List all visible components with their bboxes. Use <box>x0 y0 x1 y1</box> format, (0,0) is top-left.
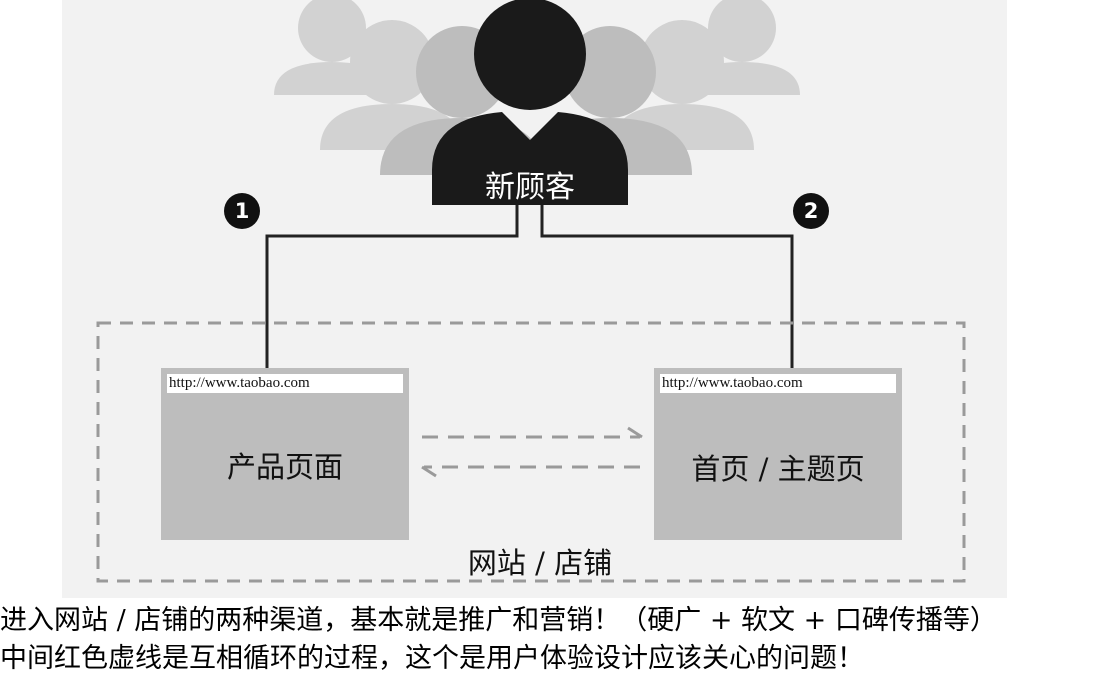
home-page-url: http://www.taobao.com <box>660 374 896 393</box>
site-boundary <box>96 321 966 583</box>
product-page-url: http://www.taobao.com <box>167 374 403 393</box>
step-marker-2: 2 <box>793 193 829 229</box>
customer-silhouette <box>432 0 628 205</box>
product-page-box: http://www.taobao.com 产品页面 <box>161 368 409 540</box>
home-page-label: 首页 / 主题页 <box>691 452 865 486</box>
diagram-figure: 1 2 新顾客 http://www.taobao.com 产品页面 http:… <box>62 0 1007 598</box>
diagram-graphics <box>96 0 966 583</box>
crowd-silhouettes <box>274 0 800 150</box>
caption-line-2: 中间红色虚线是互相循环的过程，这个是用户体验设计应该关心的问题！ <box>0 643 864 674</box>
customer-label: 新顾客 <box>485 170 575 205</box>
cycle-arrows <box>421 426 643 478</box>
home-page-box: http://www.taobao.com 首页 / 主题页 <box>654 368 902 540</box>
site-label: 网站 / 店铺 <box>467 546 613 580</box>
entry-lines <box>265 205 794 370</box>
caption-line-1: 进入网站 / 店铺的两种渠道，基本就是推广和营销！（硬广 + 软文 + 口碑传播… <box>0 605 997 636</box>
product-page-label: 产品页面 <box>226 450 343 484</box>
step-marker-1: 1 <box>224 193 260 229</box>
